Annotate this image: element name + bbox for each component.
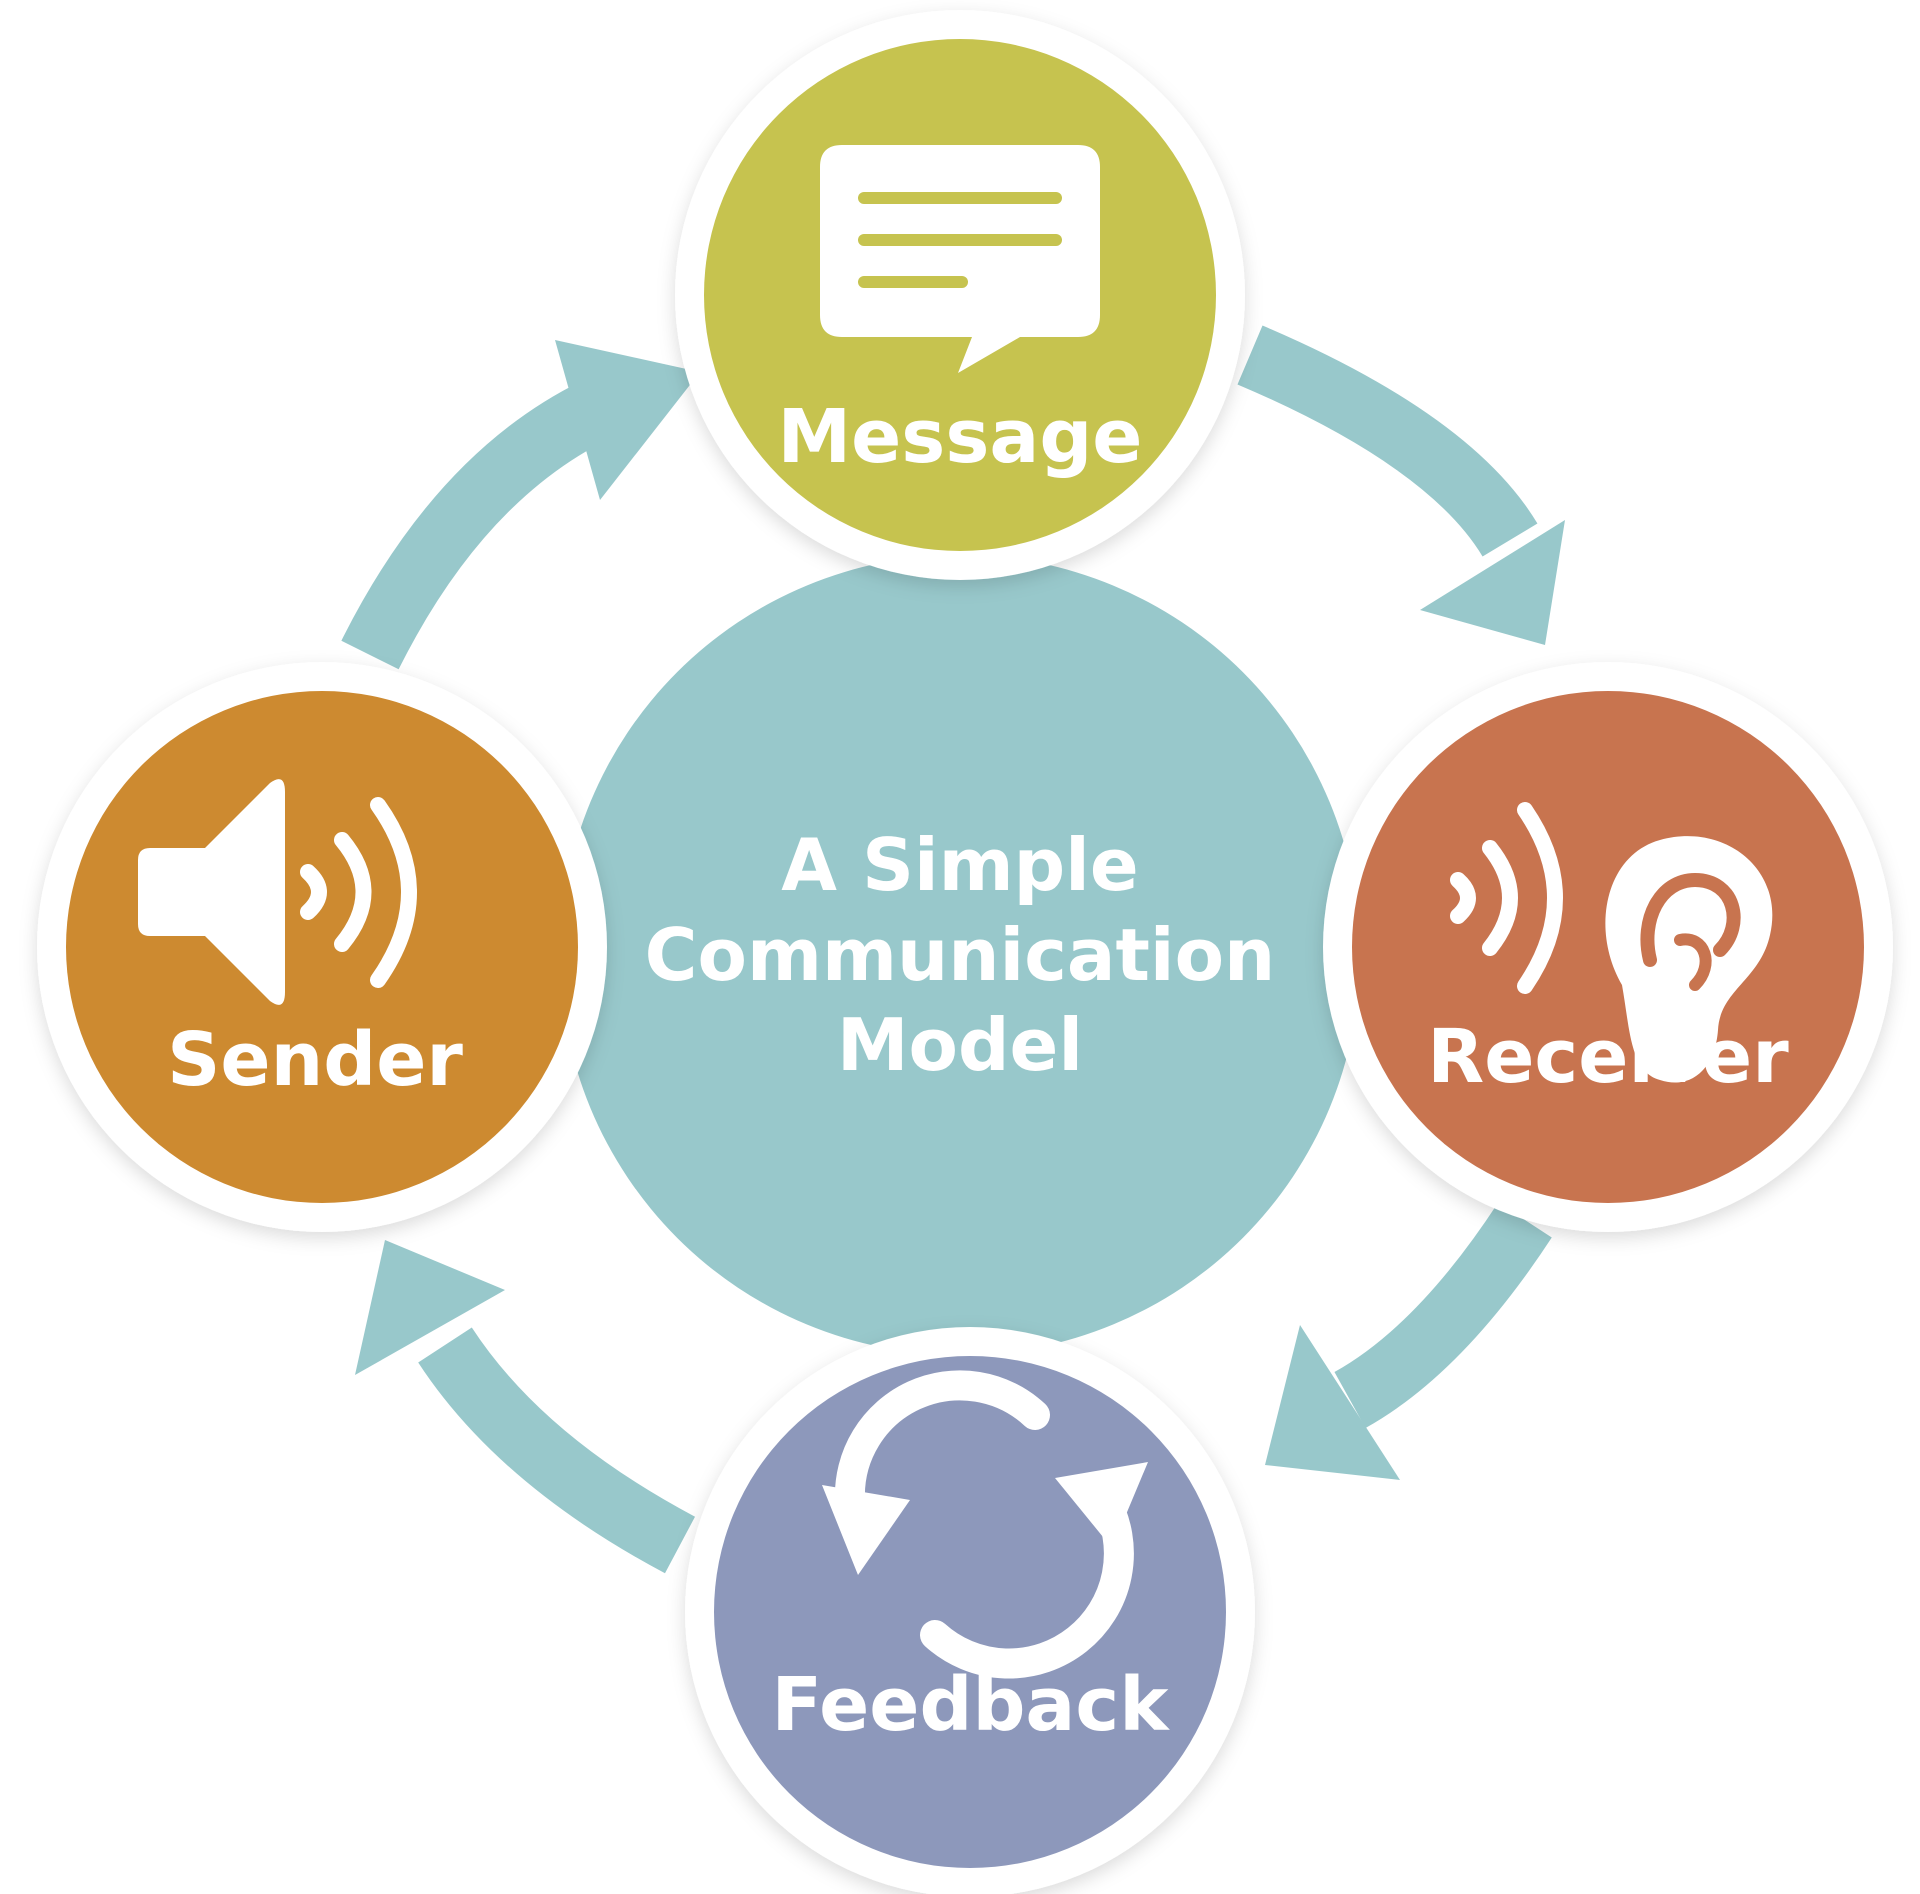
center-hub: A Simple Communication Model: [560, 555, 1360, 1355]
center-title-line-3: Model: [837, 1003, 1083, 1087]
sender-label: Sender: [167, 1017, 463, 1103]
center-title-line-2: Communication: [645, 913, 1276, 997]
receiver-label: Receiver: [1427, 1014, 1789, 1100]
node-sender: Sender: [37, 662, 607, 1232]
node-feedback: Feedback: [685, 1327, 1255, 1894]
arrow-feedback-to-sender: [355, 1240, 696, 1574]
arrow-sender-to-message: [341, 340, 700, 670]
message-label: Message: [777, 394, 1142, 480]
center-title-line-1: A Simple: [781, 823, 1138, 907]
node-message: Message: [675, 10, 1245, 580]
speech-bubble-icon: [820, 145, 1100, 373]
arrow-message-to-receiver: [1237, 325, 1565, 645]
speaker-icon: [138, 779, 417, 1005]
arrow-receiver-to-feedback: [1265, 1202, 1552, 1480]
ear-icon: [1450, 802, 1773, 1083]
node-receiver: Receiver: [1323, 662, 1893, 1232]
refresh-icon: [822, 1370, 1148, 1679]
cycle-arrows: [341, 325, 1565, 1574]
feedback-label: Feedback: [772, 1662, 1171, 1748]
